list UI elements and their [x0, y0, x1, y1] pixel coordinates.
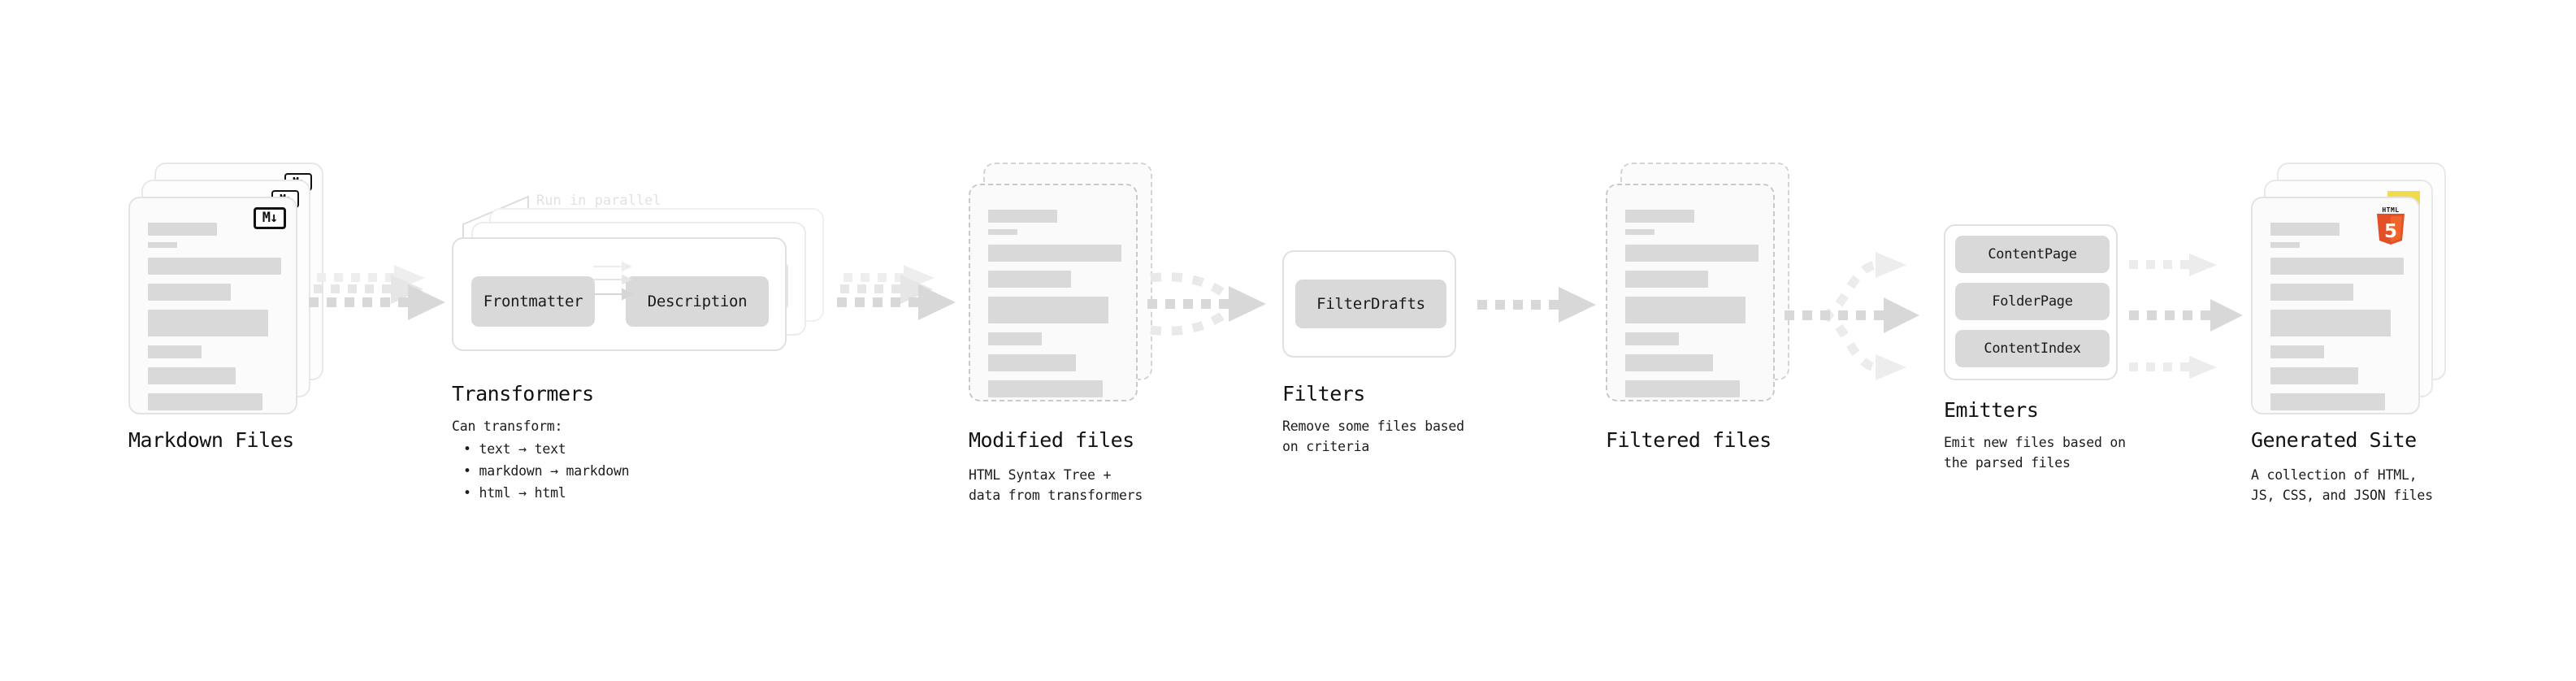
- arrow-modified-to-filters: [1147, 272, 1266, 336]
- stage-subtitle-modified-files: HTML Syntax Tree + data from transformer…: [969, 467, 1143, 504]
- stage-subtitle-filters: Remove some files based on criteria: [1282, 419, 1464, 455]
- arrow-transformers-to-modified: [837, 265, 956, 320]
- modified-file-card: [969, 184, 1138, 401]
- emitter-box: ContentPage FolderPage ContentIndex: [1944, 224, 2118, 380]
- html5-badge: HTML 5: [2374, 206, 2407, 245]
- stage-title-modified-files: Modified files: [969, 428, 1134, 452]
- file-content-placeholder: [2270, 223, 2404, 410]
- filter-box: FilterDrafts: [1282, 250, 1456, 358]
- transformer-node-frontmatter[interactable]: Frontmatter: [471, 276, 595, 327]
- svg-text:5: 5: [2384, 221, 2397, 242]
- arrow-markdown-to-transformers: [309, 265, 445, 320]
- file-content-placeholder: [148, 223, 281, 410]
- file-content-placeholder: [1625, 210, 1759, 397]
- stage-title-filtered-files: Filtered files: [1606, 428, 1772, 452]
- emitter-node-contentpage[interactable]: ContentPage: [1955, 236, 2110, 273]
- stage-title-filters: Filters: [1282, 382, 1365, 406]
- stage-title-transformers: Transformers: [452, 382, 594, 406]
- arrow-filters-to-filtered: [1477, 287, 1596, 323]
- stage-subtitle-emitters: Emit new files based on the parsed files: [1944, 435, 2126, 471]
- emitter-node-folderpage[interactable]: FolderPage: [1955, 283, 2110, 320]
- arrow-emitters-to-site: [2129, 254, 2243, 379]
- arrow-filtered-to-emitters: [1785, 252, 1919, 380]
- transformer-bullet-2: • html → html: [463, 485, 566, 501]
- transformer-bullet-1: • markdown → markdown: [463, 463, 630, 479]
- stage-title-markdown-files: Markdown Files: [128, 428, 294, 452]
- stage-subtitle-transformers: Can transform:: [452, 419, 563, 434]
- filter-node-filterdrafts[interactable]: FilterDrafts: [1295, 280, 1446, 328]
- stage-title-generated-site: Generated Site: [2251, 428, 2417, 452]
- stage-subtitle-generated-site: A collection of HTML, JS, CSS, and JSON …: [2251, 467, 2433, 504]
- markdown-badge: M↓: [254, 207, 286, 229]
- transformer-bullet-0: • text → text: [463, 441, 566, 457]
- transformer-node-description[interactable]: Description: [626, 276, 769, 327]
- markdown-file-card: M↓: [128, 197, 297, 414]
- file-content-placeholder: [988, 210, 1121, 397]
- run-in-parallel-label: Run in parallel: [536, 193, 661, 209]
- emitter-node-contentindex[interactable]: ContentIndex: [1955, 330, 2110, 367]
- stage-title-emitters: Emitters: [1944, 398, 2039, 422]
- transformer-inner-arrows: [593, 261, 635, 301]
- filtered-file-card: [1606, 184, 1775, 401]
- generated-file-card: HTML 5: [2251, 197, 2420, 414]
